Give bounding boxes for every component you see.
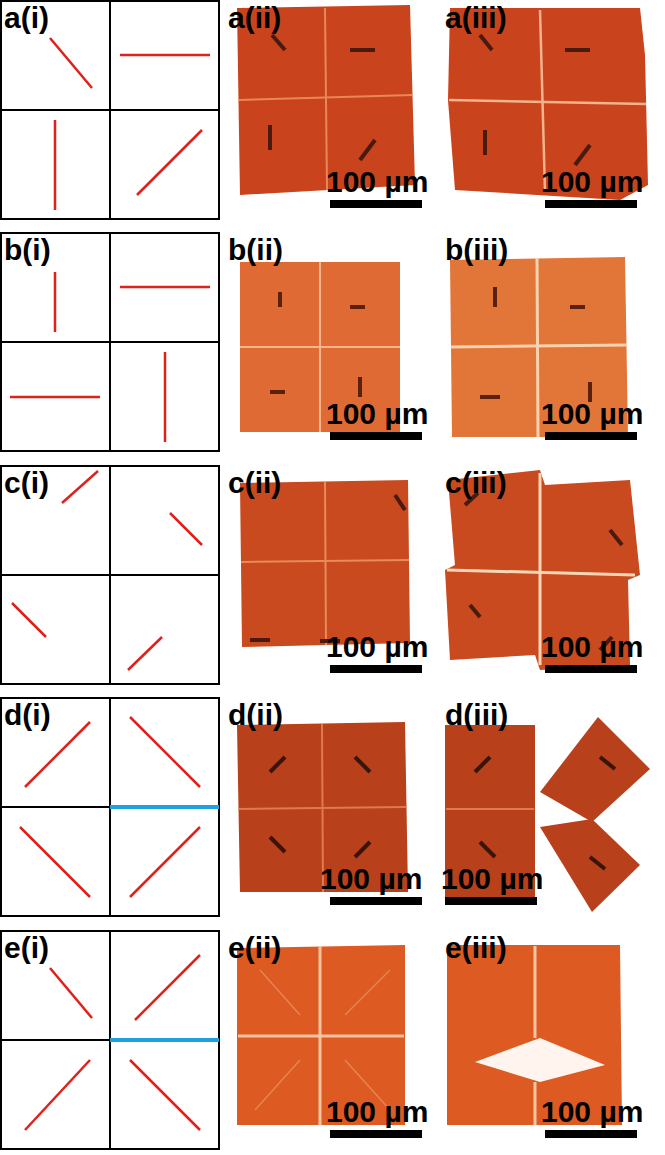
panel-label: c(iii) [445,467,507,499]
row-a [1,1,648,219]
sample-photo [540,819,640,912]
scale-bar [545,200,637,208]
schematic-grid [1,1,219,219]
panel-label: e(i) [4,932,49,964]
panel-label: a(iii) [445,2,507,34]
panel-label: d(iii) [445,699,508,731]
hinge-line [110,1038,219,1042]
scale-label: 100 µm [541,1096,643,1128]
scale-label: 100 µm [541,398,643,430]
panel-label: b(i) [4,234,51,266]
panel-label: a(ii) [228,2,281,34]
sample-photo [540,717,650,822]
scale-label: 100 µm [326,398,428,430]
scale-label: 100 µm [326,166,428,198]
scale-label: 100 µm [326,631,428,663]
panel-label: e(iii) [445,932,507,964]
scale-bar [330,665,422,673]
scale-bar [330,200,422,208]
scale-bar [330,1130,422,1138]
hinge-line [110,805,219,809]
scale-bar [445,897,537,905]
panel-label: a(i) [4,2,49,34]
scale-bar [330,897,422,905]
panel-label: d(i) [4,699,51,731]
scale-label: 100 µm [320,863,422,895]
panel-label: b(iii) [445,234,508,266]
scale-bar [545,432,637,440]
scale-label: 100 µm [541,166,643,198]
scale-bar [545,665,637,673]
scale-bar [330,432,422,440]
scale-bar [545,1130,637,1138]
panel-label: d(ii) [228,699,283,731]
sample-photo [240,480,410,647]
panel-label: b(ii) [228,234,283,266]
scale-label: 100 µm [541,631,643,663]
fiber-orientation [50,38,210,210]
scale-label: 100 µm [326,1096,428,1128]
scale-label: 100 µm [441,863,543,895]
row-d [1,698,650,916]
panel-label: e(ii) [228,932,281,964]
panel-label: c(ii) [228,467,281,499]
sample-photo [448,8,648,200]
opening [475,1038,605,1082]
panel-label: c(i) [4,467,49,499]
